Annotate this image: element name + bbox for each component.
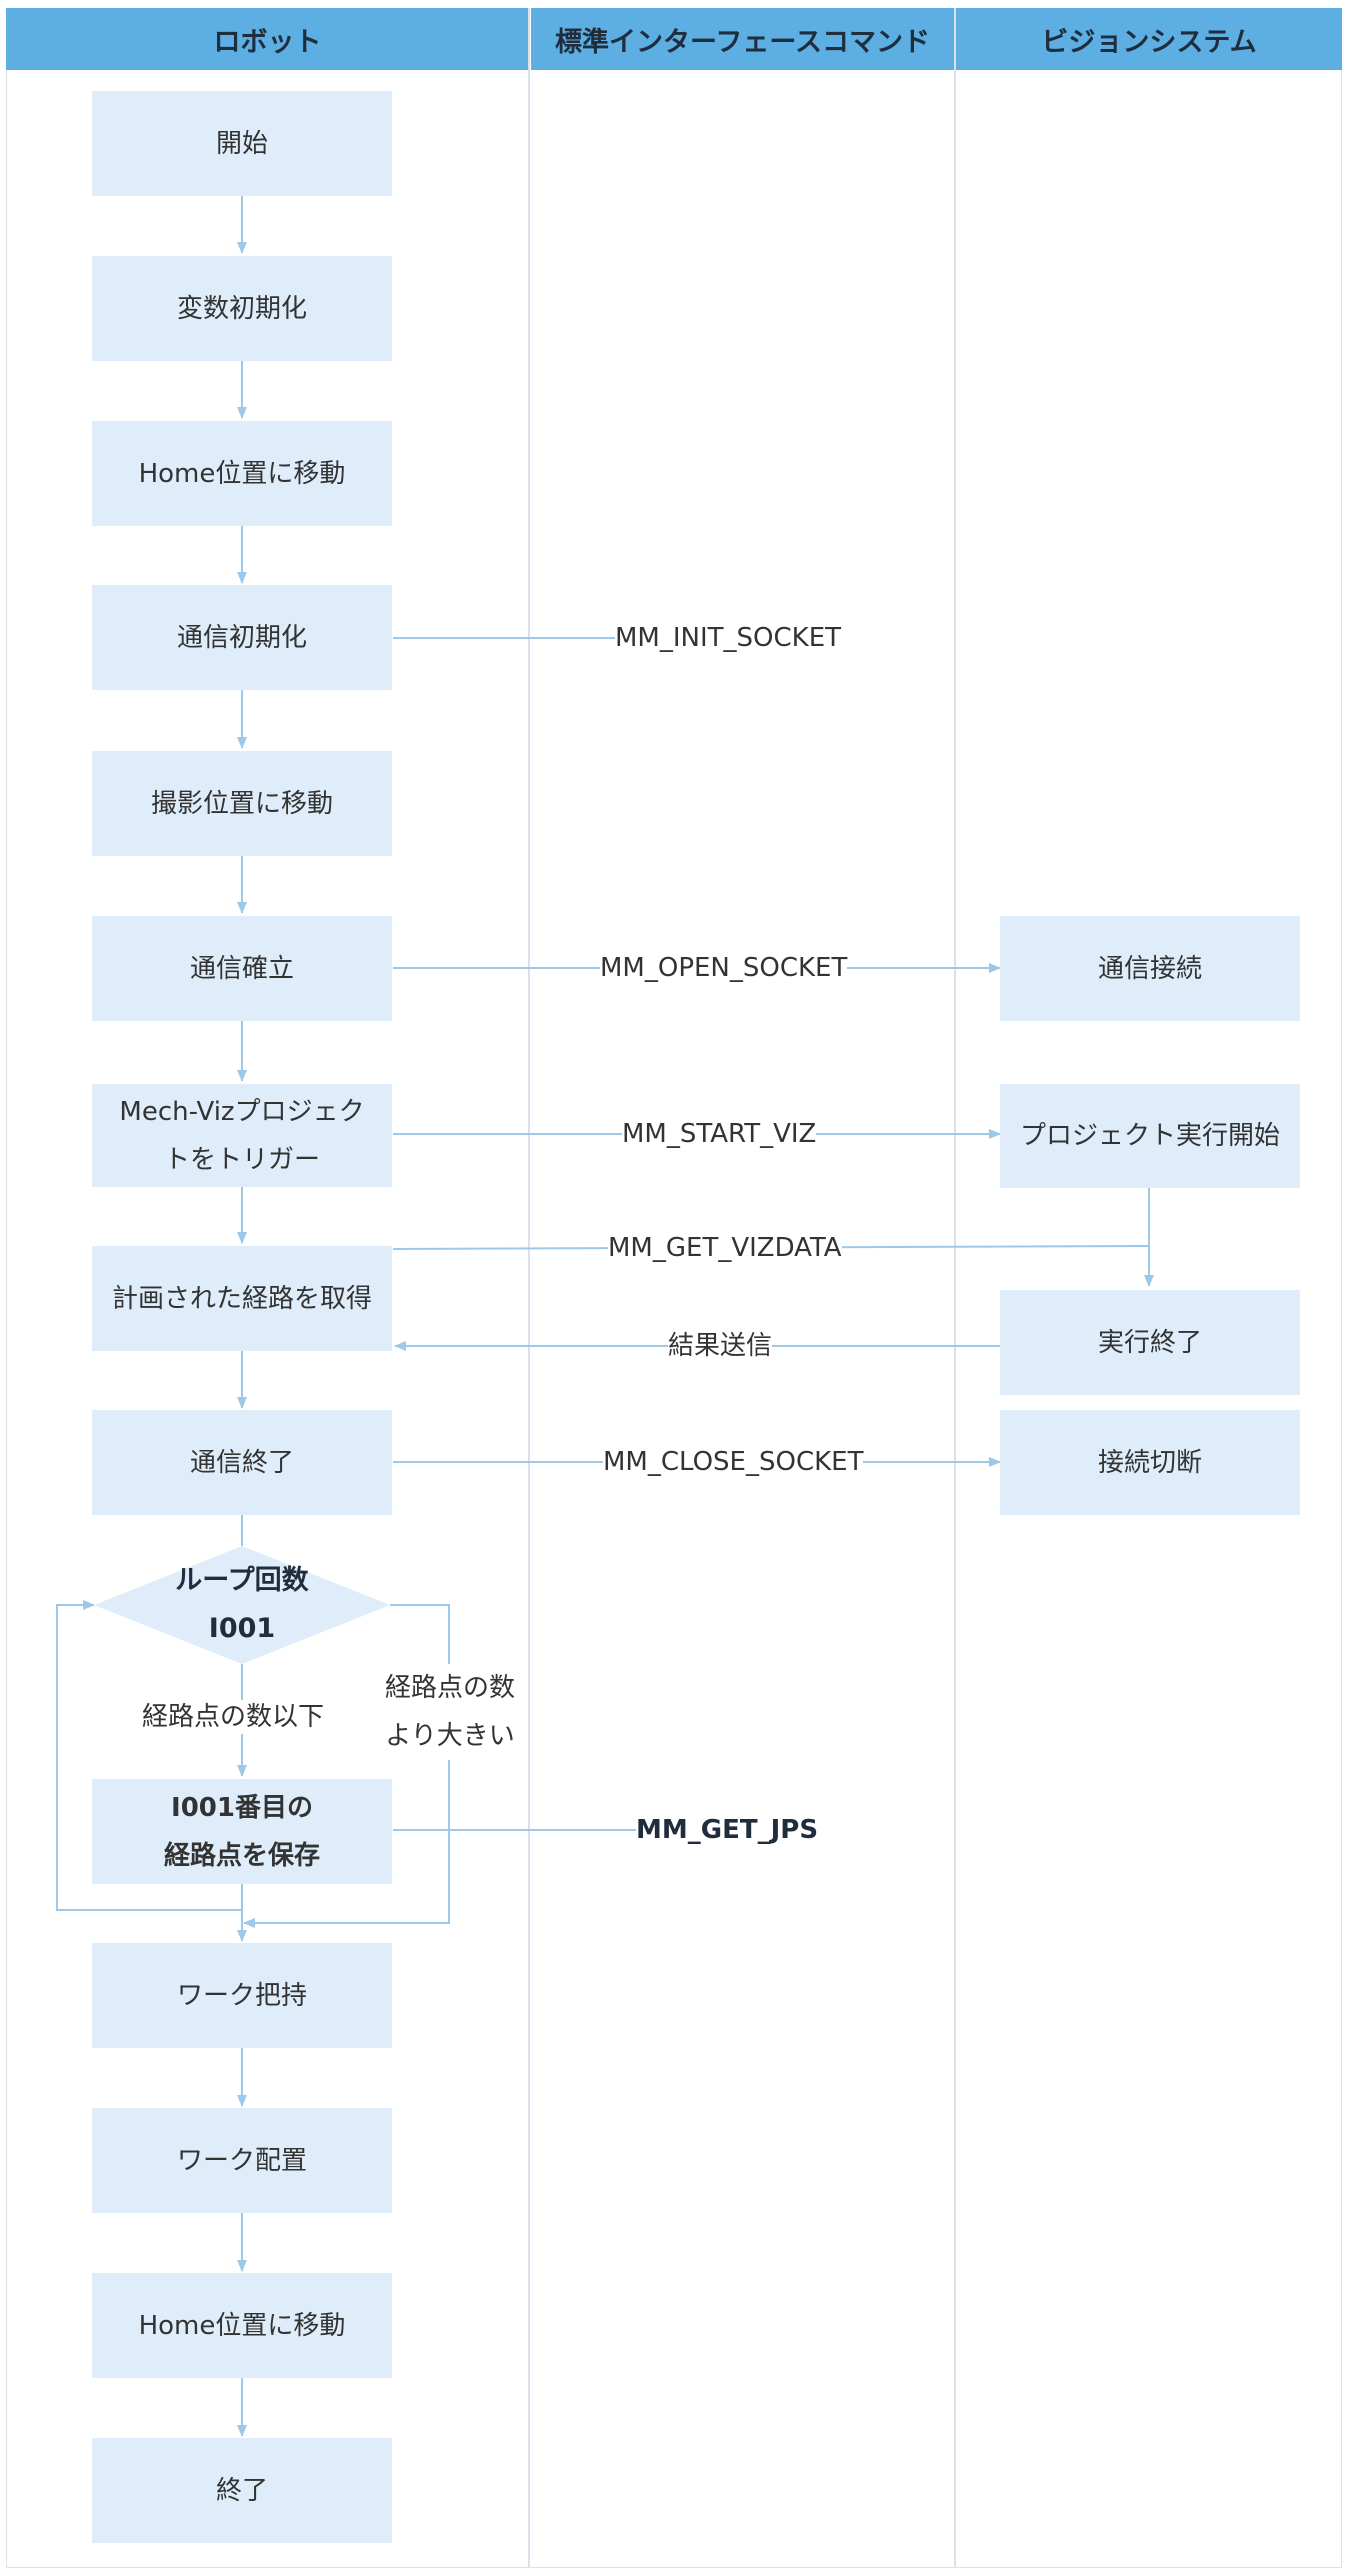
- lane-divider-1: [528, 8, 530, 2568]
- cmd-open-socket: MM_OPEN_SOCKET: [600, 951, 848, 985]
- lane-header-interface: 標準インターフェースコマンド: [531, 8, 954, 70]
- lane-header-vision: ビジョンシステム: [956, 8, 1342, 70]
- lane-header-robot: ロボット: [6, 8, 529, 70]
- line-exit-branch: [243, 1604, 450, 1928]
- step-start: 開始: [92, 91, 392, 196]
- step-move-capture: 撮影位置に移動: [92, 751, 392, 856]
- vision-project-start: プロジェクト実行開始: [1000, 1084, 1300, 1188]
- step-end: 終了: [92, 2438, 392, 2543]
- vision-disconnect: 接続切断: [1000, 1410, 1300, 1515]
- cmd-send-result: 結果送信: [668, 1329, 773, 1363]
- step-trigger-project: Mech-Vizプロジェク トをトリガー: [92, 1084, 392, 1187]
- step-place: ワーク配置: [92, 2108, 392, 2213]
- cmd-close-socket: MM_CLOSE_SOCKET: [603, 1445, 864, 1479]
- cond-exceed: 経路点の数 より大きい: [380, 1664, 520, 1760]
- vision-exec-done: 実行終了: [1000, 1290, 1300, 1395]
- step-get-path: 計画された経路を取得: [92, 1246, 392, 1351]
- cmd-init-socket: MM_INIT_SOCKET: [615, 621, 842, 655]
- loop-diamond: [94, 1546, 390, 1664]
- cmd-get-vizdata: MM_GET_VIZDATA: [608, 1231, 842, 1265]
- step-pick: ワーク把持: [92, 1943, 392, 2048]
- step-comm-establish: 通信確立: [92, 916, 392, 1021]
- step-comm-end: 通信終了: [92, 1410, 392, 1515]
- step-move-home-2: Home位置に移動: [92, 2273, 392, 2378]
- step-comm-init: 通信初期化: [92, 585, 392, 690]
- line-loop-back: [56, 1600, 242, 1911]
- lane-divider-2: [954, 8, 956, 2568]
- cmd-start-viz: MM_START_VIZ: [622, 1117, 817, 1151]
- cond-within: 経路点の数以下: [142, 1700, 325, 1734]
- loop-decision-text: ループ回数 I001: [175, 1565, 309, 1644]
- step-init-vars: 変数初期化: [92, 256, 392, 361]
- step-move-home: Home位置に移動: [92, 421, 392, 526]
- vision-connect: 通信接続: [1000, 916, 1300, 1021]
- cmd-get-jps: MM_GET_JPS: [636, 1813, 819, 1847]
- step-save-waypoint: I001番目の 経路点を保存: [92, 1779, 392, 1884]
